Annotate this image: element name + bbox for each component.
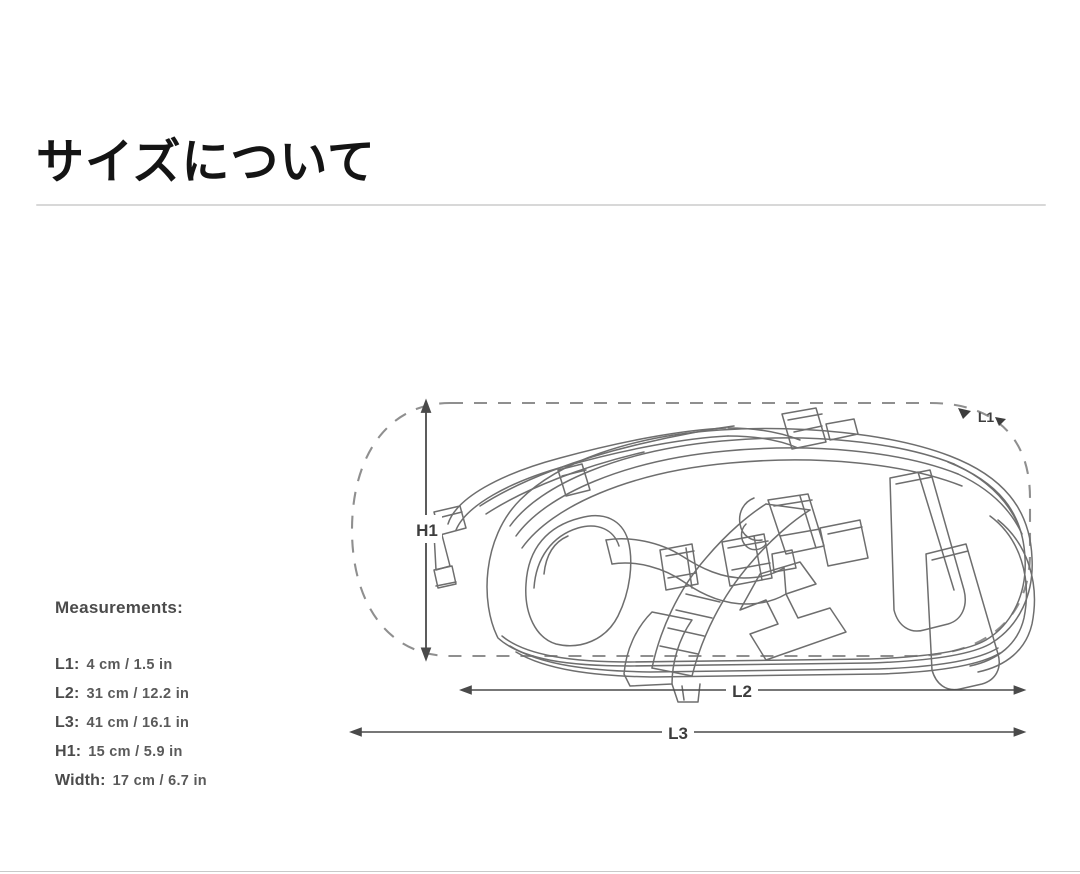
l2-label: L2 (732, 682, 752, 701)
bottom-divider (0, 871, 1080, 872)
l1-arrow-right-icon (995, 417, 1006, 426)
measurement-value: 31 cm / 12.2 in (86, 686, 190, 702)
measurement-value: 15 cm / 5.9 in (88, 744, 183, 760)
dimension-l3: L3 (349, 719, 1027, 745)
measurement-key: Width: (55, 772, 106, 789)
measurement-key: L1: (55, 656, 80, 673)
measurement-value: 41 cm / 16.1 in (86, 715, 190, 731)
h1-label-backdrop (412, 515, 442, 543)
measurement-value: 17 cm / 6.7 in (112, 773, 207, 789)
bag-line-art (433, 407, 1036, 703)
measurement-row-h1: H1: 15 cm / 5.9 in (55, 743, 207, 772)
l2-label-backdrop (726, 677, 758, 703)
measurement-row-l2: L2: 31 cm / 12.2 in (55, 685, 207, 714)
dimension-l2: L2 (459, 677, 1027, 703)
bag-technical-diagram: H1 L2 L3 L1 (330, 378, 1050, 760)
measurements-heading: Measurements: (55, 598, 184, 617)
measurement-key: L3: (55, 714, 80, 731)
l3-label: L3 (668, 724, 688, 743)
dashed-silhouette-outline (350, 401, 1032, 658)
measurements-block: Measurements: L1: 4 cm / 1.5 in L2: 31 c… (55, 598, 207, 801)
l1-arrow-left-icon (958, 408, 971, 419)
dimension-h1: H1 (412, 398, 442, 662)
measurement-key: L2: (55, 685, 80, 702)
l3-label-backdrop (662, 719, 694, 745)
title-divider (36, 204, 1046, 206)
measurement-row-l1: L1: 4 cm / 1.5 in (55, 656, 207, 685)
measurement-value: 4 cm / 1.5 in (86, 657, 173, 673)
l1-label: L1 (978, 409, 995, 425)
measurement-row-width: Width: 17 cm / 6.7 in (55, 772, 207, 801)
measurement-key: H1: (55, 743, 82, 760)
measurements-list: L1: 4 cm / 1.5 in L2: 31 cm / 12.2 in L3… (55, 656, 207, 801)
h1-label: H1 (416, 521, 438, 540)
measurement-row-l3: L3: 41 cm / 16.1 in (55, 714, 207, 743)
page-title: サイズについて (36, 136, 376, 190)
dimension-l1: L1 (958, 408, 1006, 426)
